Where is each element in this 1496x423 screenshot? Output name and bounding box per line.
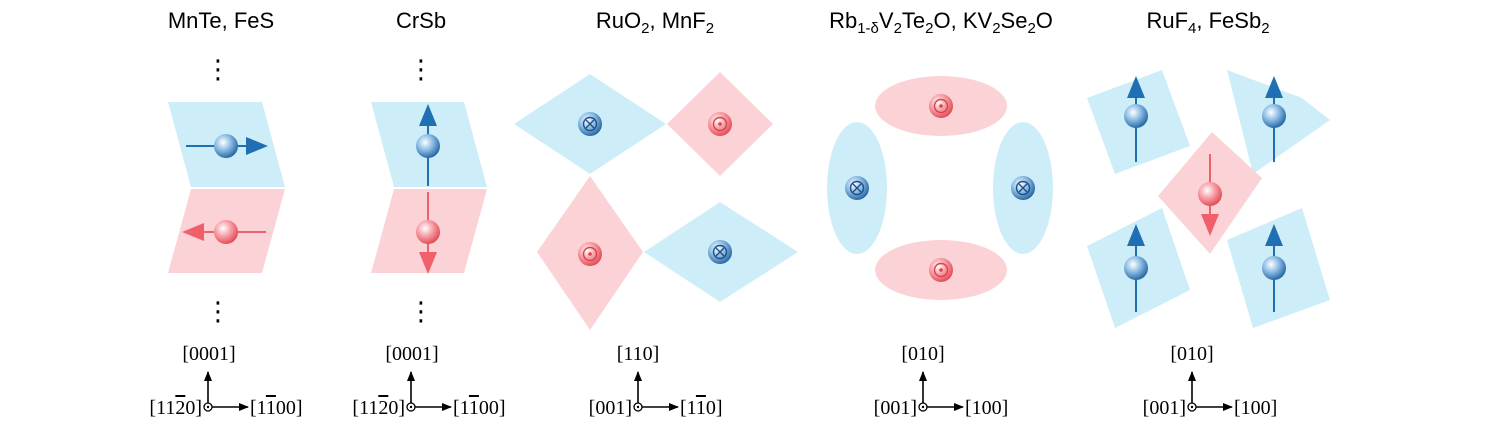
spin-ball-icon: [214, 134, 238, 158]
spin-ball-icon: [214, 220, 238, 244]
panel-mnte-fes: MnTe, FeS ⋮ ⋮ [0001] [1120] [1100]: [149, 8, 302, 419]
spin-ball-icon: [1198, 182, 1222, 206]
crystal-axes: [110] [001] [110]: [589, 343, 723, 419]
axis-up-label: [010]: [1170, 343, 1213, 365]
axis-right-label: [1100]: [250, 397, 303, 419]
spin-up-domain: [416, 104, 440, 186]
crystal-axes: [010] [001] [100]: [874, 343, 1009, 419]
axis-left-label: [001]: [1143, 397, 1186, 419]
spin-ball-icon: [416, 220, 440, 244]
panel-ruo2-mnf2: RuO2, MnF2: [514, 8, 798, 419]
spin-ball-icon: [1124, 256, 1148, 280]
panel-title: RuO2, MnF2: [596, 8, 714, 37]
spin-up-tilted: [1262, 76, 1286, 162]
bottom-ellipsis-icon: ⋮: [408, 297, 434, 327]
panel-title: MnTe, FeS: [168, 8, 274, 33]
spin-up-tilted: [1262, 224, 1286, 312]
spin-into-page-icon: [578, 112, 602, 136]
spin-into-page-icon: [1011, 176, 1035, 200]
spin-out-of-page-icon: [578, 242, 602, 266]
axis-right-label: [100]: [965, 397, 1008, 419]
axis-up-label: [0001]: [385, 343, 438, 365]
spin-into-page-icon: [708, 240, 732, 264]
spin-out-of-page-icon: [929, 94, 953, 118]
panel-ruf4-fesb2: RuF4, FeSb2: [1087, 8, 1330, 419]
axis-left-label: [1120]: [149, 397, 202, 419]
spin-down-tilted: [1198, 154, 1222, 236]
bottom-ellipsis-icon: ⋮: [205, 297, 231, 327]
spin-up-tilted: [1124, 76, 1148, 162]
panel-title: CrSb: [396, 8, 446, 33]
spin-out-of-page-icon: [708, 112, 732, 136]
spin-ball-icon: [1262, 104, 1286, 128]
spin-down-domain: [416, 192, 440, 274]
top-ellipsis-icon: ⋮: [408, 55, 434, 85]
crystal-axes: [010] [001] [100]: [1143, 343, 1278, 419]
spin-ball-icon: [416, 134, 440, 158]
spin-out-of-page-icon: [929, 258, 953, 282]
axis-up-label: [110]: [617, 343, 660, 365]
crystal-axes: [0001] [1120] [1100]: [149, 343, 302, 419]
axis-right-label: [1100]: [453, 397, 506, 419]
spin-down-domain-left: [182, 220, 266, 244]
crystal-axes: [0001] [1120] [1100]: [352, 343, 505, 419]
spin-ball-icon: [1124, 104, 1148, 128]
axis-right-label: [110]: [680, 397, 723, 419]
top-ellipsis-icon: ⋮: [205, 55, 231, 85]
axis-right-label: [100]: [1234, 397, 1277, 419]
axis-up-label: [0001]: [182, 343, 235, 365]
axis-up-label: [010]: [901, 343, 944, 365]
spin-up-domain-right: [186, 134, 268, 158]
panel-title: Rb1-δV2Te2O, KV2Se2O: [829, 8, 1053, 37]
spin-into-page-icon: [845, 176, 869, 200]
axis-left-label: [1120]: [352, 397, 405, 419]
axis-left-label: [001]: [589, 397, 632, 419]
panel-title: RuF4, FeSb2: [1146, 8, 1269, 37]
panel-crsb: CrSb ⋮ ⋮ [0001] [1120] [1100]: [352, 8, 505, 419]
spin-ball-icon: [1262, 256, 1286, 280]
spin-up-tilted: [1124, 224, 1148, 312]
panel-rbv2te2o-kv2se2o: Rb1-δV2Te2O, KV2Se2O: [827, 8, 1053, 419]
axis-left-label: [001]: [874, 397, 917, 419]
